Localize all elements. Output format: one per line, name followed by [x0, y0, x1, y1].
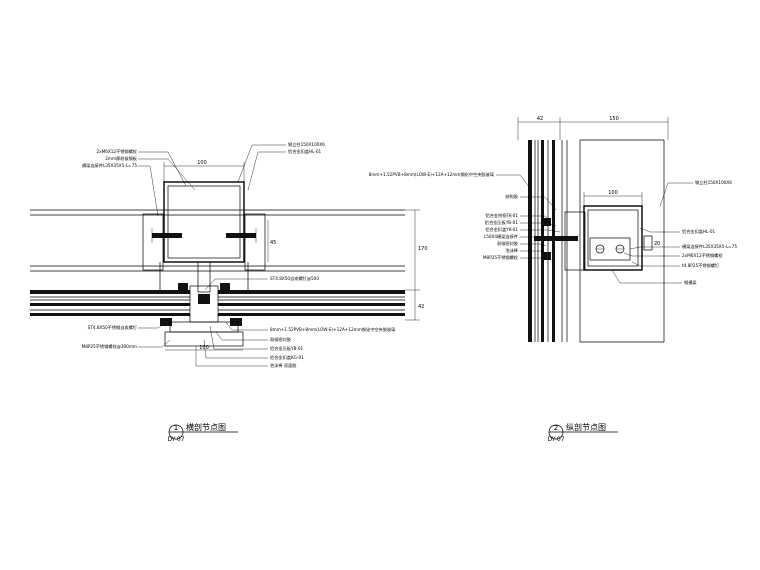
label-l5: 铝合金扣盖HL-01 — [288, 148, 322, 155]
dim-b: 150 — [609, 116, 619, 122]
label-l2: 2mm厚耐候钢板 — [105, 155, 138, 162]
dim-depth-inner: 45 — [270, 240, 276, 246]
label-l7: ST4.8X50不锈钢自攻螺钉 — [88, 324, 138, 331]
label-r1: 8mm+1.52PVB+8mm(LOW-E)+12A+12mm钢化中空夹胶玻璃 — [369, 171, 494, 178]
detail-1-number: 1 — [174, 424, 178, 432]
label-l4: 钢立柱150X100X6 — [288, 141, 325, 148]
detail-1-sheet: DY-07 — [167, 436, 184, 443]
label-r11: 铝合金扣盖HL-01 — [682, 228, 716, 235]
label-r2: 钢立柱150X100X6 — [695, 179, 732, 186]
dim-depth-total: 170 — [418, 246, 428, 252]
label-r15: 钢横梁 — [684, 279, 697, 286]
label-l10: 耐候密封胶 — [270, 336, 291, 343]
label-l3: 横梁连接件L35X35X5-L=75 — [82, 162, 137, 169]
detail-1-title: 横剖节点图 — [186, 422, 226, 432]
detail-2-vertical-section: 42 150 100 — [369, 116, 738, 443]
detail-2-title: 纵剖节点图 — [566, 422, 606, 432]
detail-2-number: 2 — [554, 424, 558, 432]
bolt-icon — [595, 244, 625, 254]
dim-c: 100 — [608, 190, 618, 196]
label-l11: 铝合金压板YB-01 — [270, 345, 304, 352]
label-l6: ST4.8X50自攻螺钉@500 — [270, 275, 319, 282]
dim-bottom-width: 100 — [199, 345, 209, 351]
glass-pane-right — [218, 290, 405, 316]
label-r12: 横梁连接件L35X35X5-L=75 — [682, 243, 737, 250]
detail-2-title-block: 2 DY-07 纵剖节点图 — [547, 422, 618, 443]
label-l12: 铝合金扣盖KG-01 — [270, 354, 304, 361]
dim-top-width: 100 — [197, 160, 207, 166]
bolt-icon — [151, 228, 257, 243]
label-r10: M8P25不锈钢螺栓 — [483, 254, 519, 261]
label-l1: 2xM6X12不锈钢螺栓 — [96, 148, 137, 155]
label-l8: M8P25不锈钢螺栓@300mm — [82, 343, 137, 350]
dim-a: 42 — [537, 116, 543, 122]
detail-1-horizontal-section: 100 100 — [30, 141, 428, 443]
label-r7: L50X4横梁连接件 — [484, 233, 518, 240]
label-r5: 铝合金压板YB-01 — [485, 219, 519, 226]
detail-2-sheet: DY-07 — [547, 436, 564, 443]
label-r9: 泡沫棒 — [505, 247, 518, 254]
dim-lower: 42 — [418, 304, 424, 310]
label-r4: 铝合金附框FK-01 — [486, 212, 519, 219]
detail-1-title-block: 1 DY-07 横剖节点图 — [167, 422, 238, 443]
label-r6: 铝合金扣盖YK-01 — [485, 226, 518, 233]
label-r13: 2xM6X12不锈钢螺栓 — [682, 252, 723, 259]
label-r3: 结构胶 — [505, 193, 518, 200]
label-l13: 泡沫棒 双面胶 — [270, 362, 296, 369]
label-r8: 耐候密封胶 — [497, 240, 518, 247]
label-l9: 8mm+1.52PVB+8mm(LOW-E)+12A+12mm钢化中空夹胶玻璃 — [270, 326, 395, 333]
dim-d: 20 — [654, 241, 660, 247]
label-r14: t4.8P25不锈钢螺钉 — [682, 262, 720, 269]
glass-pane-left — [30, 290, 190, 316]
